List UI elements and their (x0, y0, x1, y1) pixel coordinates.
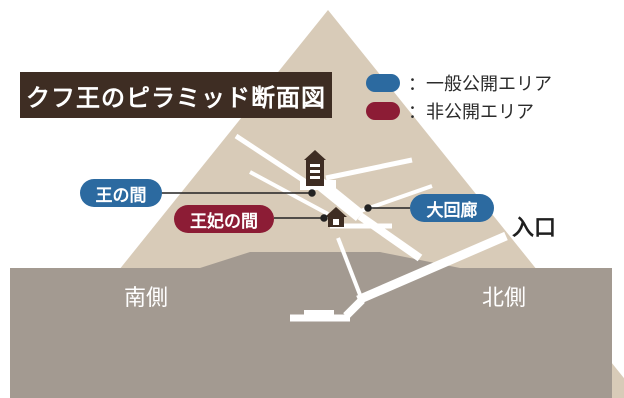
well-shaft (336, 237, 364, 301)
label-south-side: 南側 (124, 286, 169, 311)
air-shaft-south-king (234, 133, 314, 189)
air-shaft-north-king (325, 157, 413, 181)
leader-dot-queen (320, 214, 328, 222)
legend-swatch-public (366, 74, 400, 92)
diagram-title: クフ王のピラミッド断面図 (20, 72, 332, 118)
legend-label-private: ：非公開エリア (408, 102, 534, 123)
descending-passage-lower (343, 297, 365, 319)
legend-swatch-private (366, 102, 400, 120)
legend-private: ：非公開エリア (366, 98, 534, 124)
descending-passage (356, 231, 508, 305)
legend-public: ：一般公開エリア (366, 70, 552, 96)
ground-bedrock (10, 252, 612, 398)
leader-dot-gallery (364, 204, 372, 212)
label-grand-gallery: 大回廊 (410, 194, 494, 222)
chamber-icon (304, 150, 326, 186)
label-queen-chamber: 王妃の間 (174, 205, 274, 233)
label-king-chamber: 王の間 (80, 179, 162, 207)
leader-dot-king (308, 189, 316, 197)
label-entrance: 入口 (512, 216, 557, 241)
chamber-icon (325, 207, 347, 227)
label-north-side: 北側 (482, 286, 527, 311)
ascending-passage (357, 212, 423, 262)
leader-lines (160, 189, 410, 222)
legend-label-public: ：一般公開エリア (408, 74, 552, 95)
subterranean-chamber (304, 310, 334, 320)
